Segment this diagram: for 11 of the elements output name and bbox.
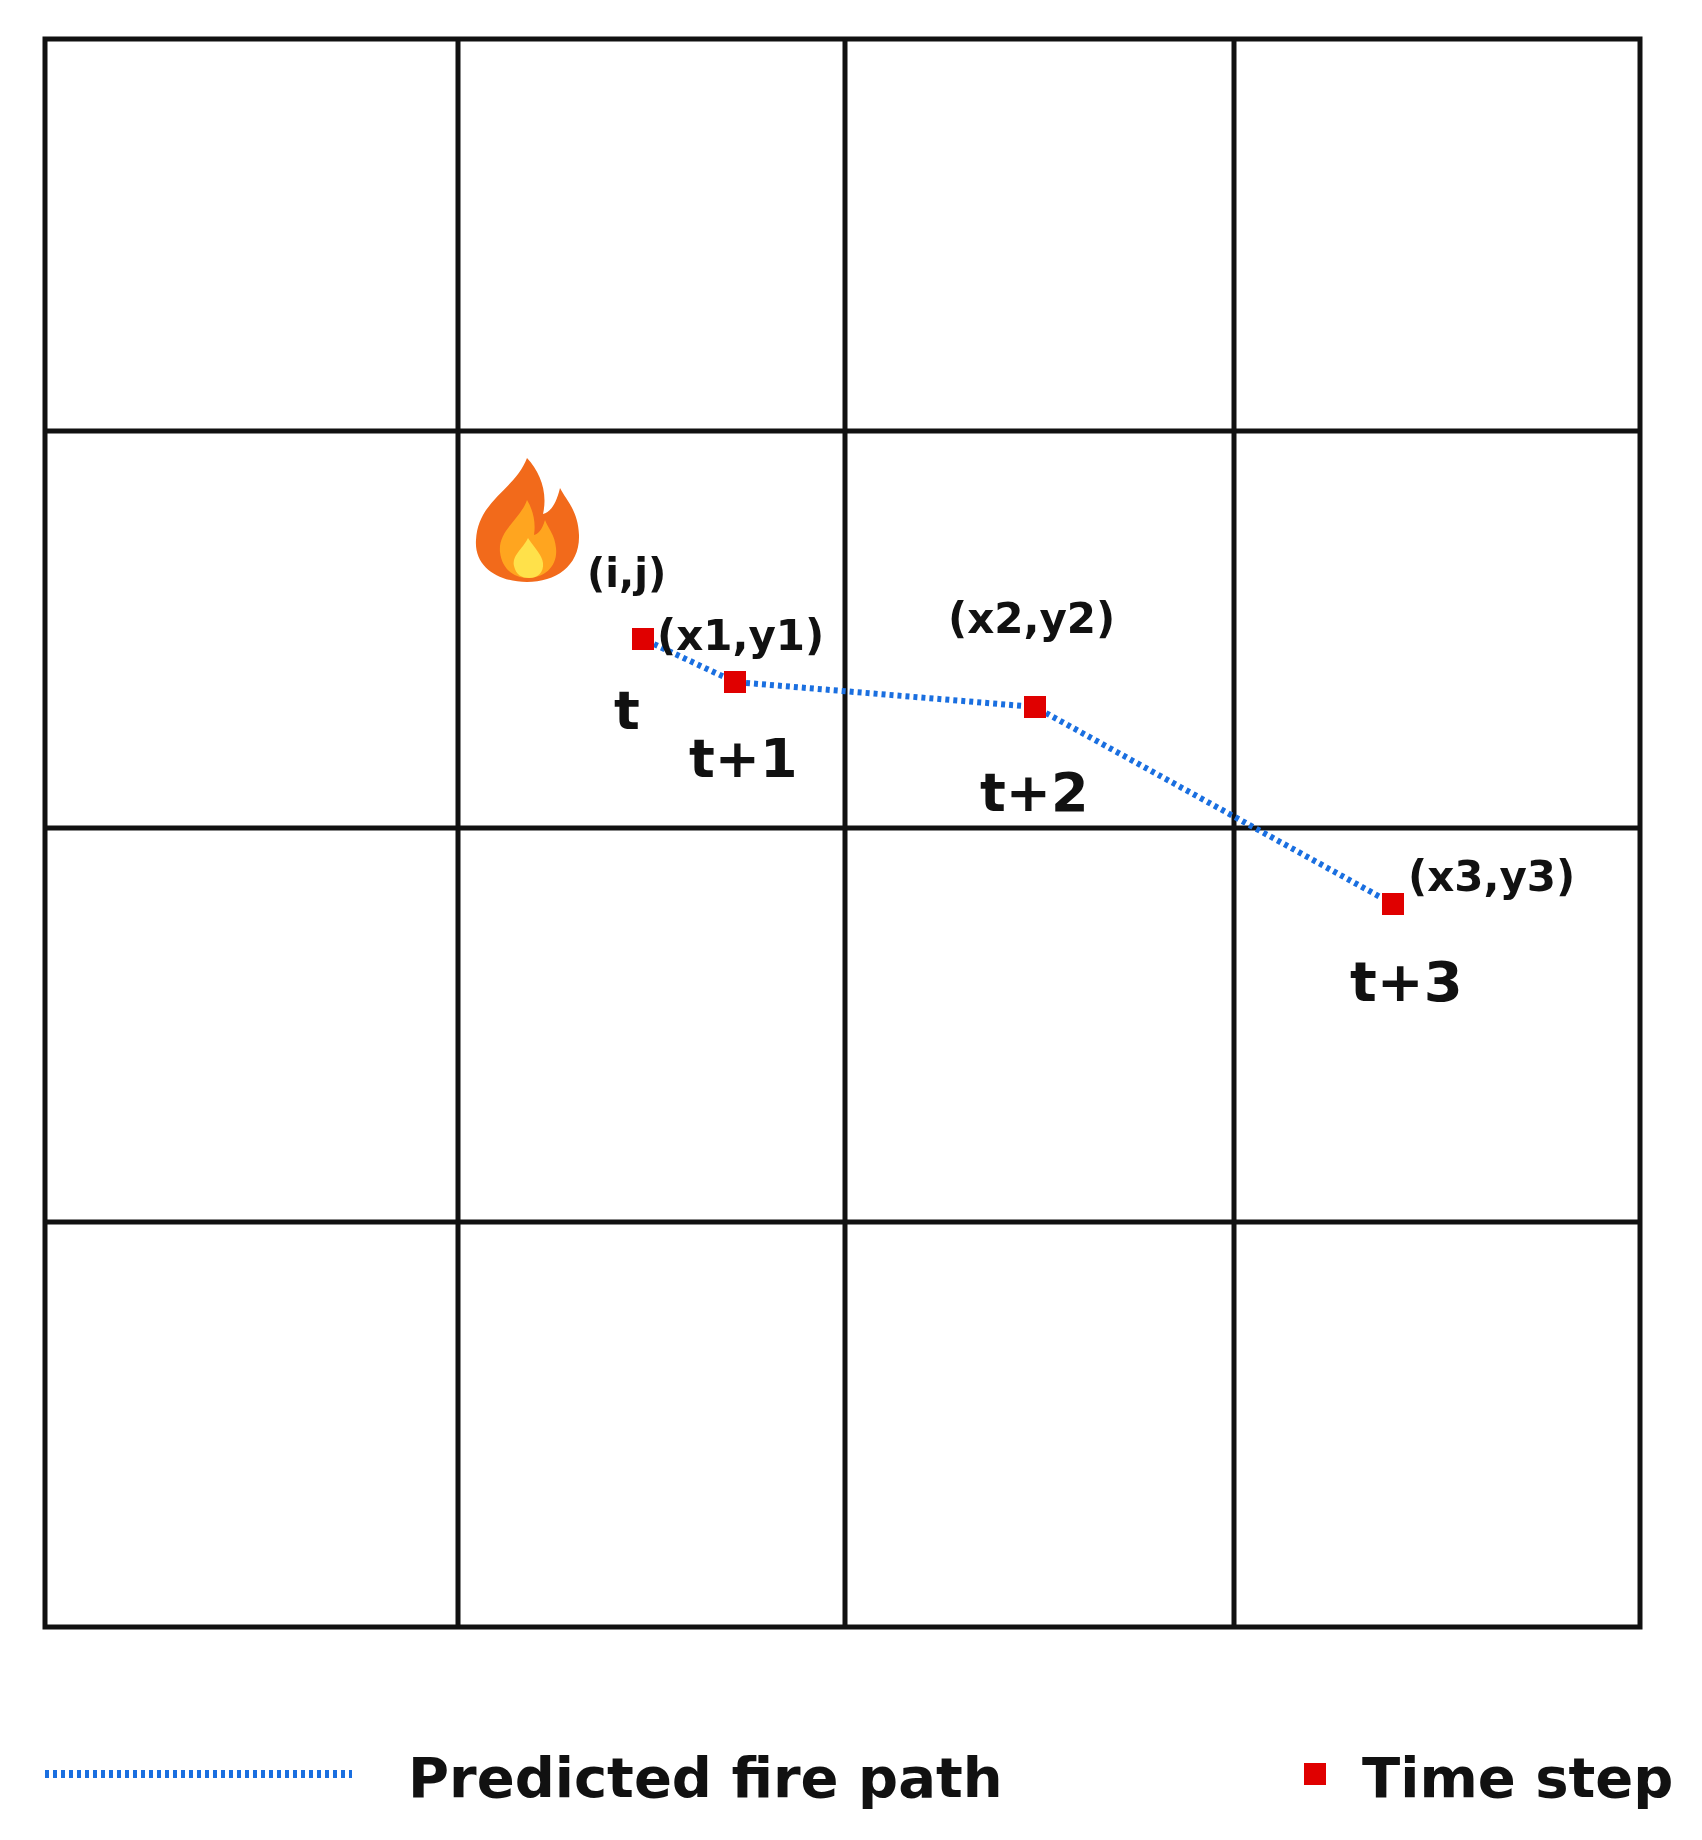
time-step-marker: [632, 628, 654, 650]
time-step-marker: [724, 671, 746, 693]
time-step-marker: [1382, 893, 1404, 915]
time-step-marker: [1024, 696, 1046, 718]
time-label: t+2: [980, 766, 1089, 820]
time-label: t+1: [689, 732, 798, 786]
time-label: t: [614, 684, 640, 738]
coordinate-label: (x3,y3): [1408, 856, 1576, 898]
time-label: t+3: [1350, 954, 1463, 1010]
coordinate-label: (x2,y2): [948, 598, 1116, 640]
coordinate-label: (x1,y1): [657, 615, 825, 657]
